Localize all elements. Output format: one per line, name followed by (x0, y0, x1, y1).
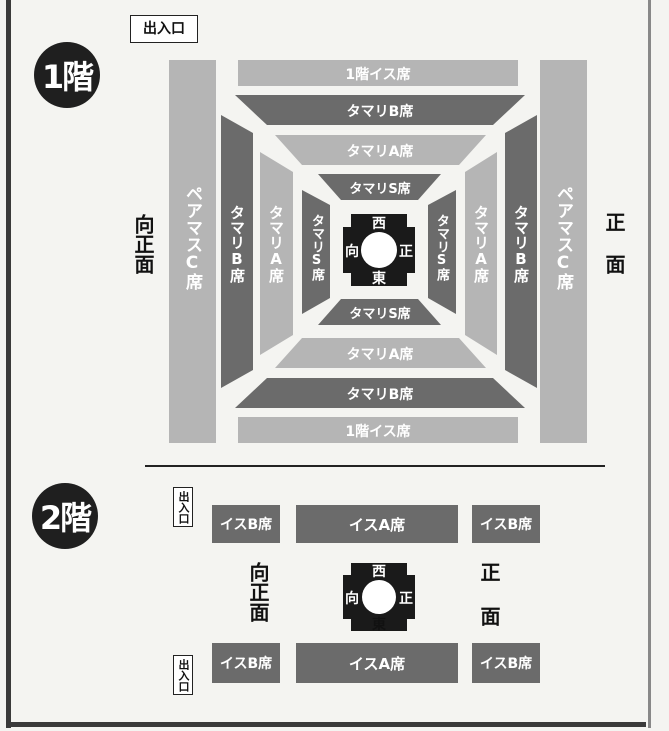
isu-seat-top (238, 60, 518, 86)
isu-seat-bottom (238, 417, 518, 443)
tamari-s-bottom-label: タマリS席 (349, 306, 410, 322)
floor2-shomen-label: 正面 (477, 562, 501, 650)
tamari-a-top-label: タマリA席 (347, 143, 414, 160)
floor2-ring-east: 東 (372, 616, 386, 633)
tamari-b-bottom-label: タマリB席 (347, 386, 414, 403)
pair-c-right (540, 60, 587, 443)
frame-right-border (648, 0, 651, 728)
tamari-b-bottom (235, 378, 525, 408)
isu-b-bottom-left: イスB席 (212, 643, 280, 683)
tamari-s-bottom (318, 299, 441, 325)
tamari-b-top (235, 95, 525, 125)
floor2-ring-mukou: 向 (345, 590, 359, 607)
floor1-ring-sho: 正 (399, 244, 413, 260)
pair-c-left-label: ペアマスC席 (182, 185, 202, 290)
floor1-exit-label: 出入口 (130, 15, 198, 43)
tamari-s-top (318, 174, 441, 200)
floor1-ring-east: 東 (372, 270, 386, 287)
frame-bottom-border (6, 722, 646, 727)
floor1-ring-mukou: 向 (345, 243, 359, 260)
tamari-s-left (302, 190, 330, 314)
isu-a-bottom: イスA席 (296, 643, 458, 683)
floor2-ring-sho: 正 (399, 591, 413, 607)
isu-b-top-left: イスB席 (212, 505, 280, 543)
floor2-exit-bottom: 出入口 (173, 655, 193, 695)
floor2-mukou-shomen-label: 向正面 (246, 562, 270, 622)
isu-b-top-right: イスB席 (472, 505, 540, 543)
tamari-a-bottom (275, 338, 486, 368)
tamari-a-left (260, 152, 293, 355)
tamari-a-top (275, 135, 486, 165)
floor2-badge: 2階 (32, 483, 98, 549)
pair-c-right-label: ペアマスC席 (553, 185, 573, 290)
floor1-mukou-shomen-label: 向正面 (131, 214, 155, 274)
tamari-a-right-label: タマリA席 (472, 205, 490, 283)
isu-b-bottom-right: イスB席 (472, 643, 540, 683)
isu-a-top: イスA席 (296, 505, 458, 543)
tamari-a-left-label: タマリA席 (267, 205, 285, 283)
floor1-shomen-label: 正面 (602, 212, 626, 296)
tamari-a-bottom-label: タマリA席 (347, 346, 414, 363)
isu-seat-top-label: 1階イス席 (345, 66, 410, 83)
frame-left-border (6, 0, 11, 728)
tamari-b-right-label: タマリB席 (512, 205, 530, 283)
tamari-s-right-label: タマリS席 (434, 214, 449, 281)
tamari-s-top-label: タマリS席 (349, 181, 410, 197)
pair-c-left (169, 60, 216, 443)
isu-seat-bottom-label: 1階イス席 (345, 423, 410, 440)
floor1-ring-west: 西 (372, 216, 386, 232)
floor1-seat-map: 1階イス席 タマリB席 タマリA席 タマリS席 タマリS席 タマリA席 タマリB… (145, 60, 605, 467)
tamari-s-left-label: タマリS席 (309, 214, 324, 281)
floor2-ring-west: 西 (372, 564, 386, 580)
tamari-b-left (221, 115, 253, 388)
tamari-a-right (465, 152, 497, 355)
tamari-s-right (428, 190, 456, 314)
floor2-exit-top: 出入口 (173, 487, 193, 527)
floor1-badge: 1階 (34, 42, 100, 108)
floor1-ring: 西 東 向 正 (343, 214, 415, 287)
tamari-b-top-label: タマリB席 (347, 103, 414, 120)
tamari-b-right (505, 115, 537, 388)
tamari-b-left-label: タマリB席 (228, 205, 246, 283)
